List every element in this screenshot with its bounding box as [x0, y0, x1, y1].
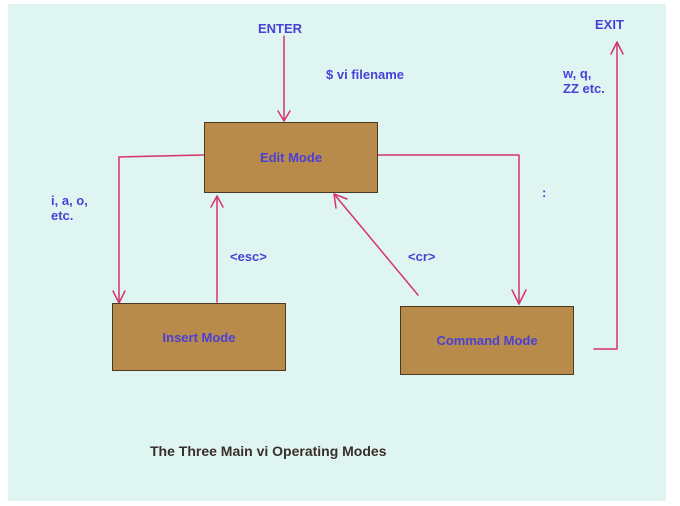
command-mode-label: Command Mode: [436, 333, 538, 348]
cr-label: <cr>: [408, 249, 436, 264]
insert-keys-label: i, a, o, etc.: [51, 193, 88, 223]
arrow-edit-to-command: [376, 154, 527, 305]
esc-label: <esc>: [230, 249, 267, 264]
edit-mode-label: Edit Mode: [259, 150, 323, 165]
arrow-command-to-edit: [333, 193, 419, 296]
insert-keys-line2: etc.: [51, 208, 74, 223]
arrow-edit-to-insert: [112, 154, 205, 304]
exit-keys-line1: w, q,: [563, 66, 592, 81]
vi-command-label: $ vi filename: [326, 67, 405, 82]
arrow-insert-to-edit: [210, 195, 224, 303]
command-mode-node: Command Mode: [400, 306, 574, 375]
arrow-enter-to-edit: [277, 35, 291, 122]
exit-keys-line2: ZZ etc.: [563, 81, 605, 96]
enter-label: ENTER: [258, 21, 303, 36]
diagram-background: [8, 4, 666, 501]
edit-mode-node: Edit Mode: [204, 122, 378, 193]
exit-label: EXIT: [595, 17, 624, 32]
colon-label: :: [542, 185, 547, 200]
insert-keys-line1: i, a, o,: [51, 193, 88, 208]
insert-mode-node: Insert Mode: [112, 303, 286, 371]
insert-mode-label: Insert Mode: [162, 329, 236, 345]
exit-keys-label: w, q, ZZ etc.: [563, 66, 605, 96]
arrow-command-to-exit: [593, 41, 624, 350]
diagram-caption: The Three Main vi Operating Modes: [150, 443, 387, 459]
